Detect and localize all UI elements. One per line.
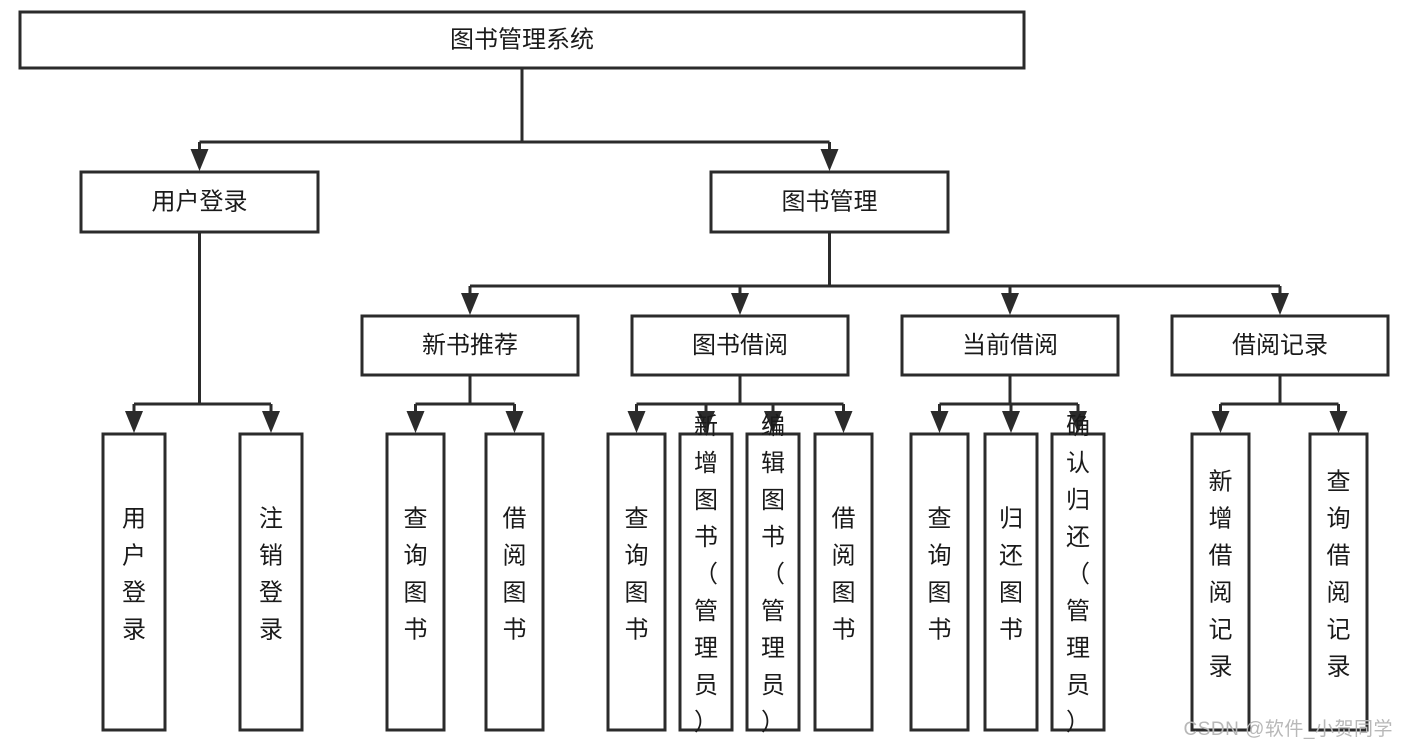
node-label-leaf_8: 查询图书 bbox=[928, 506, 952, 644]
node-label-leaf_3: 借阅图书 bbox=[503, 506, 527, 644]
node-leaf_11[interactable]: 新增借阅记录 bbox=[1190, 432, 1251, 732]
nodes-layer: 图书管理系统用户登录图书管理新书推荐图书借阅当前借阅借阅记录用户登录注销登录查询… bbox=[18, 10, 1390, 736]
node-l3_1[interactable]: 图书借阅 bbox=[630, 314, 850, 377]
node-label-leaf_10: 确认归还（管理员） bbox=[1066, 413, 1090, 736]
node-box-leaf_10[interactable] bbox=[1050, 432, 1106, 732]
node-l3_3[interactable]: 借阅记录 bbox=[1170, 314, 1390, 377]
node-box-leaf_0[interactable] bbox=[101, 432, 167, 732]
edges-layer bbox=[125, 68, 1348, 433]
node-box-leaf_11[interactable] bbox=[1190, 432, 1251, 732]
node-box-leaf_3[interactable] bbox=[484, 432, 545, 732]
node-leaf_3[interactable]: 借阅图书 bbox=[484, 432, 545, 732]
watermark-label: CSDN @软件_小贺同学 bbox=[1183, 719, 1393, 740]
node-label-root: 图书管理系统 bbox=[450, 26, 594, 53]
node-box-leaf_4[interactable] bbox=[606, 432, 667, 732]
node-label-l3_0: 新书推荐 bbox=[422, 332, 518, 359]
node-box-l3_3[interactable] bbox=[1170, 314, 1390, 377]
node-box-leaf_12[interactable] bbox=[1308, 432, 1369, 732]
node-leaf_6[interactable]: 编辑图书（管理员） bbox=[745, 413, 801, 736]
node-label-leaf_5: 新增图书（管理员） bbox=[694, 413, 718, 736]
node-label-leaf_6: 编辑图书（管理员） bbox=[761, 413, 785, 736]
node-leaf_4[interactable]: 查询图书 bbox=[606, 432, 667, 732]
node-l2_0[interactable]: 用户登录 bbox=[79, 170, 320, 234]
node-label-leaf_4: 查询图书 bbox=[625, 506, 649, 644]
node-leaf_10[interactable]: 确认归还（管理员） bbox=[1050, 413, 1106, 736]
node-box-leaf_1[interactable] bbox=[238, 432, 304, 732]
node-label-l3_2: 当前借阅 bbox=[962, 332, 1058, 359]
node-label-l3_3: 借阅记录 bbox=[1232, 332, 1328, 359]
node-l3_0[interactable]: 新书推荐 bbox=[360, 314, 580, 377]
node-label-leaf_12: 查询借阅记录 bbox=[1327, 469, 1351, 681]
node-label-leaf_1: 注销登录 bbox=[259, 506, 283, 644]
node-label-l3_1: 图书借阅 bbox=[692, 332, 788, 359]
node-leaf_2[interactable]: 查询图书 bbox=[385, 432, 446, 732]
node-label-leaf_7: 借阅图书 bbox=[832, 506, 856, 644]
node-box-leaf_6[interactable] bbox=[745, 432, 801, 732]
node-box-l2_0[interactable] bbox=[79, 170, 320, 234]
node-box-leaf_5[interactable] bbox=[678, 432, 734, 732]
node-label-leaf_9: 归还图书 bbox=[999, 506, 1023, 644]
node-box-leaf_2[interactable] bbox=[385, 432, 446, 732]
node-leaf_12[interactable]: 查询借阅记录 bbox=[1308, 432, 1369, 732]
node-box-l2_1[interactable] bbox=[709, 170, 950, 234]
node-l3_2[interactable]: 当前借阅 bbox=[900, 314, 1120, 377]
node-box-root[interactable] bbox=[18, 10, 1026, 70]
node-root[interactable]: 图书管理系统 bbox=[18, 10, 1026, 70]
node-leaf_8[interactable]: 查询图书 bbox=[909, 432, 970, 732]
node-box-leaf_8[interactable] bbox=[909, 432, 970, 732]
node-leaf_0[interactable]: 用户登录 bbox=[101, 432, 167, 732]
node-leaf_7[interactable]: 借阅图书 bbox=[813, 432, 874, 732]
node-label-l2_0: 用户登录 bbox=[152, 188, 248, 215]
node-leaf_9[interactable]: 归还图书 bbox=[983, 432, 1039, 732]
node-box-l3_1[interactable] bbox=[630, 314, 850, 377]
node-label-leaf_0: 用户登录 bbox=[122, 506, 146, 644]
node-box-leaf_7[interactable] bbox=[813, 432, 874, 732]
node-box-leaf_9[interactable] bbox=[983, 432, 1039, 732]
node-l2_1[interactable]: 图书管理 bbox=[709, 170, 950, 234]
node-leaf_1[interactable]: 注销登录 bbox=[238, 432, 304, 732]
node-label-leaf_11: 新增借阅记录 bbox=[1209, 469, 1233, 681]
node-box-l3_0[interactable] bbox=[360, 314, 580, 377]
node-label-leaf_2: 查询图书 bbox=[404, 506, 428, 644]
node-label-l2_1: 图书管理 bbox=[782, 188, 878, 215]
node-leaf_5[interactable]: 新增图书（管理员） bbox=[678, 413, 734, 736]
node-box-l3_2[interactable] bbox=[900, 314, 1120, 377]
